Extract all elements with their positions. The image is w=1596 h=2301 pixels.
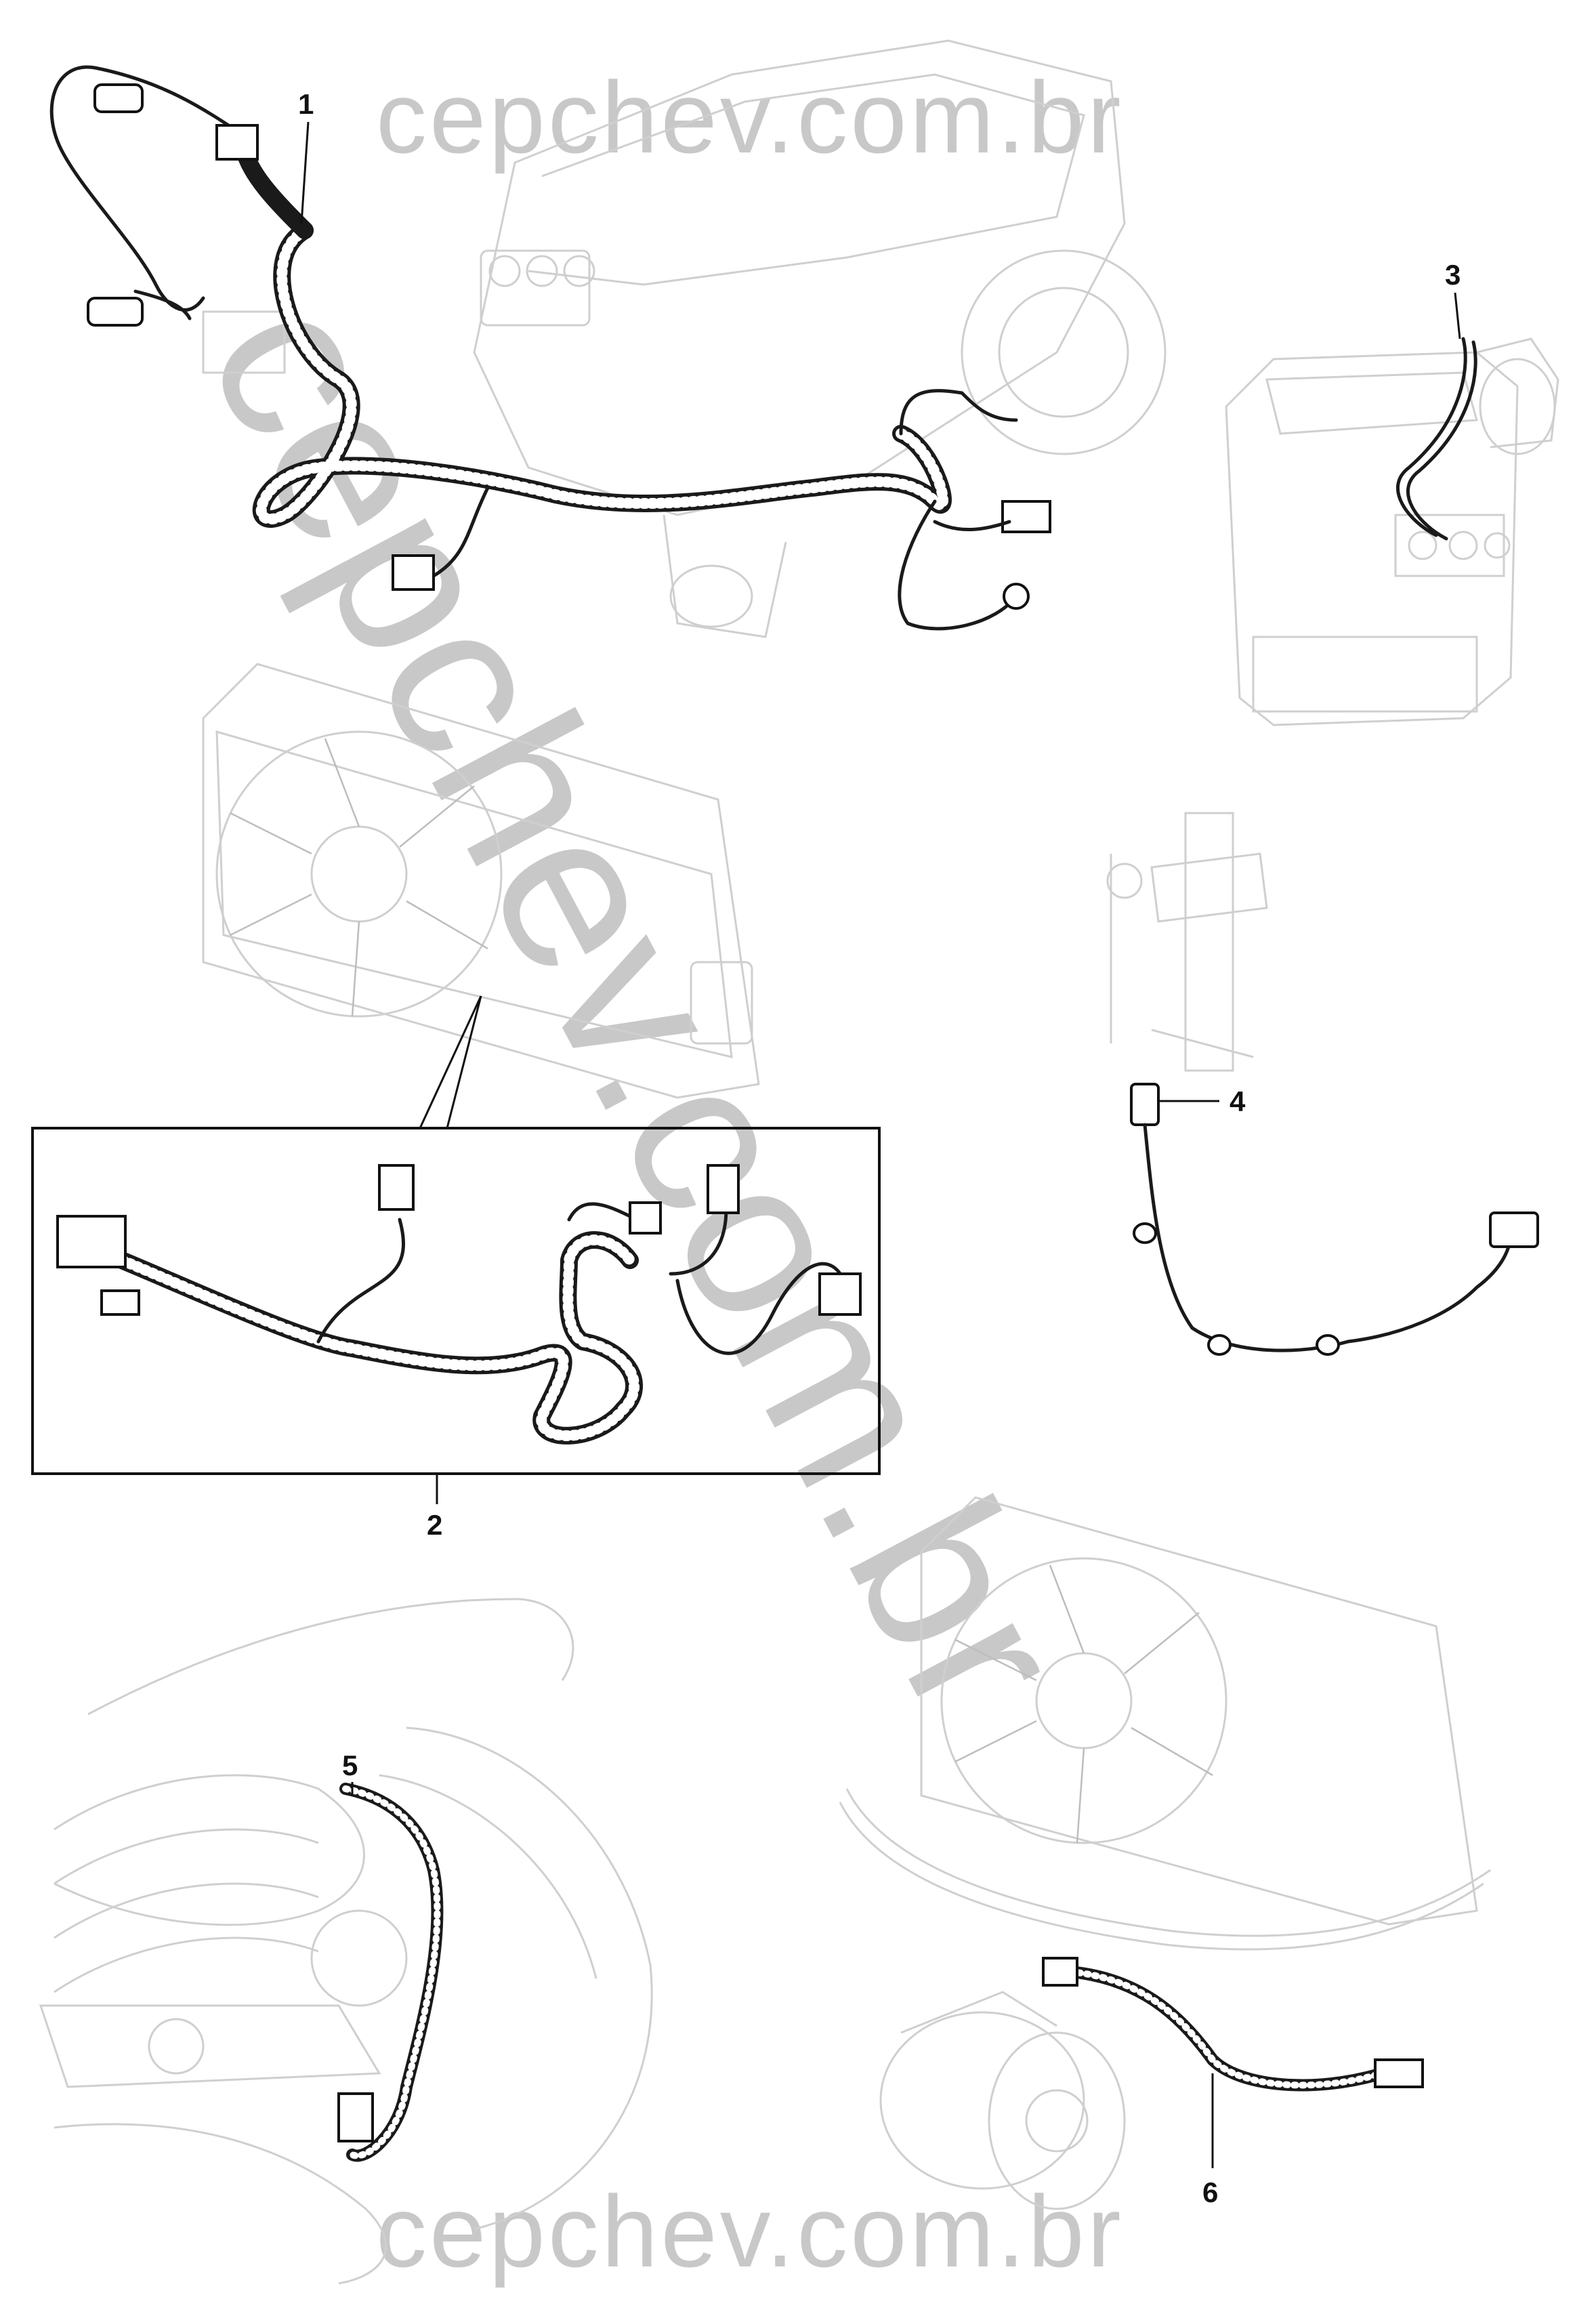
engine-background-ghost — [202, 39, 1167, 638]
harness-connector-top — [215, 124, 259, 161]
watermark-top: cepchev.com.br — [376, 60, 1124, 174]
svg-text:1: 1 — [298, 88, 314, 120]
compressor-harness — [1042, 1957, 1424, 2092]
abs-sensor-harness — [1130, 1083, 1539, 1356]
fan-compressor-ghost — [839, 1496, 1491, 2210]
svg-text:6: 6 — [1202, 2176, 1218, 2208]
abs-sensor — [1130, 1083, 1160, 1126]
callout-2: 2 — [427, 1474, 442, 1541]
svg-text:3: 3 — [1445, 259, 1461, 291]
svg-text:4: 4 — [1230, 1085, 1246, 1117]
callout-4: 4 — [1158, 1085, 1246, 1117]
harness-2-box — [31, 995, 881, 1475]
engine-harness — [49, 65, 1051, 631]
radiator-fan-ghost — [202, 663, 760, 1099]
strut-ghost — [1106, 812, 1268, 1072]
hvac-harness — [1395, 337, 1477, 541]
fan-harness-connector-main — [56, 1215, 127, 1268]
harness-connector-right — [1001, 500, 1051, 533]
suspension-harness — [337, 1783, 444, 2162]
svg-text:5: 5 — [342, 1749, 358, 1781]
callout-1: 1 — [298, 88, 314, 224]
harness-connector-left — [392, 554, 435, 591]
suspension-ghost — [39, 1598, 653, 2285]
battery-terminal — [93, 83, 144, 113]
callout-3: 3 — [1445, 259, 1461, 339]
svg-text:2: 2 — [427, 1509, 442, 1541]
ground-terminal — [87, 297, 144, 327]
watermark-bottom: cepchev.com.br — [376, 2174, 1124, 2288]
callout-5: 5 — [342, 1749, 358, 1796]
callout-6: 6 — [1202, 2073, 1218, 2208]
hvac-module-ghost — [1225, 337, 1559, 726]
